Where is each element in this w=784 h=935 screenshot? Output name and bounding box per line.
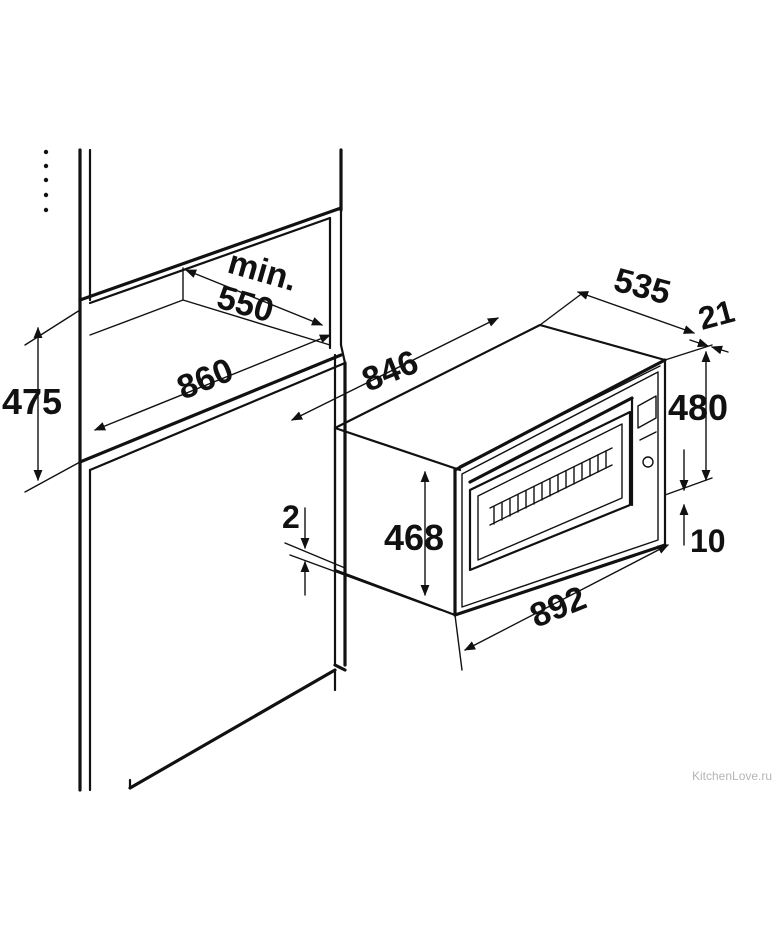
dotted-continuation [43, 149, 49, 213]
panel-height-label: 480 [668, 387, 728, 428]
watermark: KitchenLove.ru [692, 769, 772, 783]
dimension-lines [24, 269, 729, 671]
gap-top-label: 2 [282, 499, 300, 535]
oven-rack [489, 447, 613, 526]
body-height-label: 468 [384, 517, 444, 558]
front-overhang-label: 21 [694, 293, 738, 337]
kitchen-cabinet [43, 148, 347, 792]
niche-width-label: 860 [172, 351, 239, 407]
control-knob-icon [642, 456, 654, 468]
oven-width-label: 846 [357, 343, 424, 399]
oven-depth-label: 535 [610, 261, 675, 312]
bottom-offset-label: 10 [690, 523, 726, 559]
niche-height-label: 475 [2, 381, 62, 422]
